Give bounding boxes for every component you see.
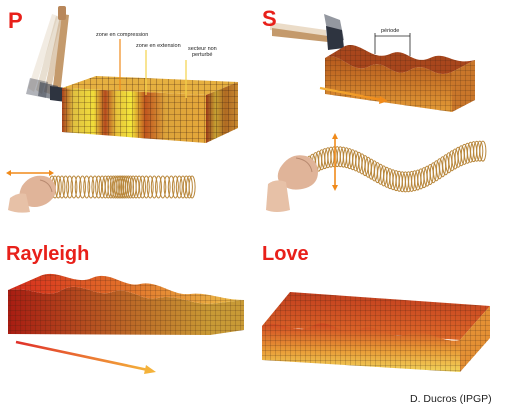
spring-coil — [70, 175, 78, 199]
spring-coil — [175, 175, 183, 199]
spring-coil — [62, 175, 70, 199]
rayleigh-propagation-arrow — [15, 340, 149, 372]
rayleigh-wave-block — [8, 273, 244, 335]
spring-coil — [185, 175, 193, 199]
s-wave-panel — [266, 14, 487, 212]
spring-coil — [476, 140, 484, 162]
rayleigh-wave-panel — [8, 273, 244, 374]
spring-coil — [139, 175, 146, 199]
spring-coil — [91, 175, 99, 199]
spring-coil — [83, 175, 91, 199]
spring-coil — [95, 175, 103, 199]
extension-zone-label: zone en extension — [136, 43, 181, 49]
hand-icon — [266, 155, 318, 212]
spring-coil — [188, 175, 196, 199]
love-wave-title: Love — [262, 243, 309, 265]
s-wave-spring — [296, 140, 487, 193]
p-wave-spring — [48, 175, 196, 199]
period-label: période — [381, 28, 400, 34]
secteur-label-line2: perturbé — [192, 52, 213, 58]
spring-coil — [150, 175, 158, 199]
hammer-icon — [270, 14, 344, 50]
s-wave-block — [325, 44, 475, 112]
spring-coil — [66, 175, 74, 199]
p-wave-panel — [6, 6, 238, 213]
spring-coil — [115, 175, 123, 199]
secteur-label-line1: secteur non — [188, 46, 217, 52]
love-wave-panel — [262, 292, 490, 372]
hand-icon — [8, 175, 56, 213]
spring-coil — [159, 175, 167, 199]
spring-coil — [87, 175, 95, 199]
p-wave-title: P — [8, 8, 23, 33]
p-wave-block — [62, 76, 238, 143]
spring-coil — [146, 175, 154, 199]
s-wave-title: S — [262, 6, 277, 31]
spring-coil — [122, 175, 130, 199]
spring-coil — [104, 175, 112, 199]
spring-coil — [124, 175, 132, 199]
spring-coil — [117, 175, 125, 199]
spring-coil — [79, 175, 86, 199]
hammer-icon — [26, 6, 69, 102]
rayleigh-wave-title: Rayleigh — [6, 243, 90, 265]
spring-coil — [479, 140, 487, 162]
spring-coil — [135, 175, 143, 199]
spring-coil — [155, 175, 162, 199]
spring-coil — [167, 175, 175, 199]
spring-coil — [142, 175, 150, 199]
spring-coil — [58, 175, 66, 199]
period-bracket — [374, 33, 411, 56]
s-propagation-arrow — [319, 86, 383, 102]
spring-coil — [171, 175, 179, 199]
spring-coil — [74, 175, 82, 199]
love-wave-block — [262, 292, 490, 372]
spring-coil — [111, 175, 119, 199]
image-credit: D. Ducros (IPGP) — [410, 393, 492, 405]
spring-coil — [163, 175, 171, 199]
compression-zone-label: zone en compression — [96, 32, 149, 38]
spring-coil — [113, 175, 121, 199]
